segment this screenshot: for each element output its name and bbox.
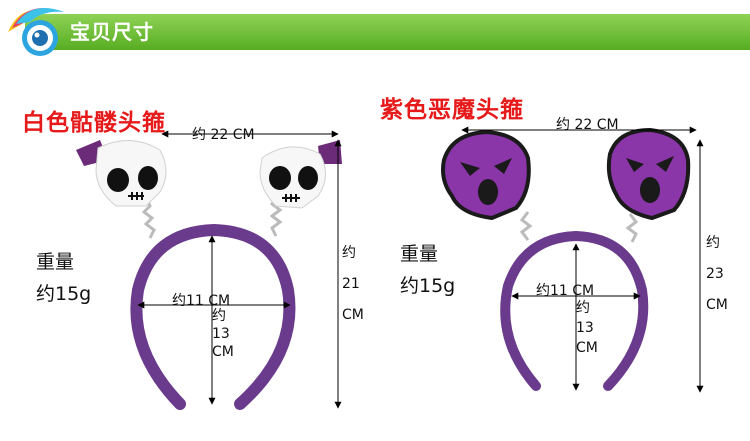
inner-height-label-left: 约 13 CM <box>212 307 234 361</box>
white-skull-headband <box>76 139 342 410</box>
height-label-left: 约 21 CM <box>342 238 364 331</box>
inner-height-value-2: 13 <box>576 320 594 336</box>
weight-label-right: 重量 约15g <box>400 238 455 302</box>
eye-logo-icon <box>8 8 64 56</box>
inner-height-about: 约 <box>212 308 226 324</box>
devil-face-right-icon <box>606 127 691 221</box>
left-spring-2 <box>519 211 533 241</box>
width-label-right: 约 22 CM <box>556 117 619 133</box>
skull-left-icon <box>76 139 167 207</box>
inner-height-unit-2: CM <box>576 340 598 356</box>
headband-band-2 <box>500 230 649 391</box>
inner-height-label-right: 约 13 CM <box>576 298 598 358</box>
inner-height-unit: CM <box>212 344 234 360</box>
section-banner: 宝贝尺寸 <box>0 8 750 56</box>
headband-band <box>130 223 296 410</box>
devil-face-left-icon <box>441 129 531 221</box>
purple-devil-headband <box>441 127 691 391</box>
product-title-white-skull: 白色骷髅头箍 <box>22 110 166 136</box>
weight-value: 约15g <box>36 283 92 305</box>
inner-height-about-2: 约 <box>576 300 590 316</box>
product-title-purple-devil: 紫色恶魔头箍 <box>380 97 524 123</box>
skull-right-icon <box>259 140 342 209</box>
banner-bar <box>25 14 750 50</box>
height-unit-2: CM <box>706 297 728 313</box>
height-label-right: 约 23 CM <box>706 228 728 321</box>
weight-title: 重量 <box>36 251 75 273</box>
banner-title: 宝贝尺寸 <box>70 20 154 44</box>
weight-title-2: 重量 <box>400 243 439 265</box>
right-spring <box>269 195 283 237</box>
weight-label-left: 重量 约15g <box>36 246 91 310</box>
height-unit: CM <box>342 307 364 323</box>
width-label-left: 约 22 CM <box>192 127 255 143</box>
inner-height-value: 13 <box>212 326 230 342</box>
height-value-2: 23 <box>706 266 724 282</box>
inner-width-label-left: 约11 CM <box>172 293 231 309</box>
height-about-2: 约 <box>706 235 720 251</box>
height-about: 约 <box>342 245 356 261</box>
height-value: 21 <box>342 276 360 292</box>
inner-width-label-right: 约11 CM <box>536 283 595 299</box>
right-spring-2 <box>625 213 639 243</box>
left-spring <box>141 197 156 239</box>
weight-value-2: 约15g <box>400 275 456 297</box>
